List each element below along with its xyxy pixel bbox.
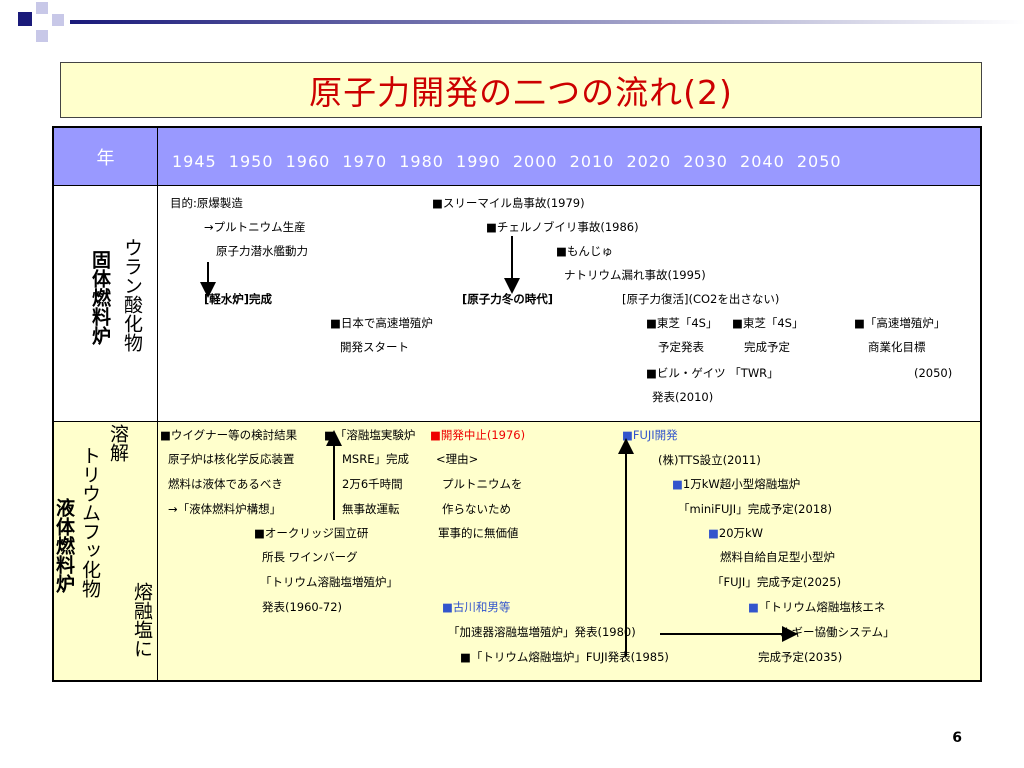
deco-square — [36, 30, 48, 42]
note-suffix: (CO2を出さない) — [688, 292, 780, 306]
note: ■もんじゅ — [556, 244, 613, 258]
note-highlight: ■古川和男等 — [442, 600, 511, 614]
note-text: 「トリウム熔融塩核エネ — [758, 600, 886, 614]
note: 「加速器溶融塩増殖炉」発表(1980) — [448, 625, 636, 639]
note-marker: ■ — [748, 600, 759, 614]
note: →プルトニウム生産 — [204, 220, 306, 234]
note: 予定発表 — [658, 340, 704, 354]
note: ルギー協働システム」 — [780, 625, 895, 639]
note: ■「溶融塩実験炉 — [324, 428, 416, 442]
note: 目的:原爆製造 — [170, 196, 243, 210]
slide-title: 原子力開発の二つの流れ(2) — [60, 62, 982, 118]
note-bold: [原子力復活] — [622, 292, 689, 306]
note: 無事故運転 — [342, 502, 400, 516]
note: 原子炉は核化学反応装置 — [168, 452, 295, 466]
deco-square — [52, 14, 64, 26]
note: 「miniFUJI」完成予定(2018) — [678, 502, 832, 516]
thorium-fluoride-label: トリウムフッ化物 — [79, 446, 101, 598]
note: ■1万kW超小型熔融塩炉 — [672, 477, 800, 491]
note: ■スリーマイル島事故(1979) — [432, 196, 585, 210]
note: 「トリウム溶融塩増殖炉」 — [260, 575, 398, 589]
note: 開発スタート — [340, 340, 409, 354]
note-highlight: ■開発中止(1976) — [430, 428, 526, 442]
note: [軽水炉]完成 — [204, 292, 273, 306]
deco-square — [36, 2, 48, 14]
note: ■20万kW — [708, 526, 763, 540]
year-header-label: 年 — [54, 128, 158, 186]
note: [原子力復活](CO2を出さない) — [622, 292, 779, 306]
deco-square — [18, 12, 32, 26]
liquid-fuel-timeline: ■ウイグナー等の検討結果 原子炉は核化学反応装置 燃料は液体であるべき →「液体… — [158, 422, 980, 680]
note-text: 1万kW超小型熔融塩炉 — [682, 477, 801, 491]
note: ■ビル・ゲイツ 「TWR」 — [646, 366, 779, 380]
page-number: 6 — [952, 730, 962, 746]
note: →「液体燃料炉構想」 — [168, 502, 282, 516]
dissolved-label: 溶解 — [107, 424, 129, 462]
note: ■東芝「4S」 — [646, 316, 718, 330]
note: MSRE」完成 — [342, 452, 409, 466]
note: 「FUJI」完成予定(2025) — [712, 575, 842, 589]
solid-fuel-timeline: 目的:原爆製造 →プルトニウム生産 原子力潜水艦動力 [軽水炉]完成 ■日本で高… — [158, 186, 980, 422]
note: 燃料は液体であるべき — [168, 477, 283, 491]
liquid-fuel-label-cell: 液体燃料炉 トリウムフッ化物 溶解 熔融塩に — [53, 422, 158, 680]
note: ■東芝「4S」 — [732, 316, 804, 330]
corner-decoration — [0, 0, 70, 50]
note-marker: ■ — [672, 477, 683, 491]
note: 2万6千時間 — [342, 477, 403, 491]
note: プルトニウムを — [442, 477, 523, 491]
note: 所長 ワインバーグ — [262, 550, 358, 564]
note: 原子力潜水艦動力 — [216, 244, 308, 258]
liquid-fuel-label: 液体燃料炉 — [53, 498, 75, 593]
note-marker: ■ — [708, 526, 719, 540]
note: (2050) — [914, 366, 953, 380]
note: 軍事的に無価値 — [438, 526, 519, 540]
note: ■「トリウム熔融塩炉」FUJI発表(1985) — [460, 650, 669, 664]
note: 発表(2010) — [652, 390, 714, 404]
note: 燃料自給自足型小型炉 — [720, 550, 835, 564]
note: 完成予定 — [744, 340, 790, 354]
note: ■「高速増殖炉」 — [854, 316, 946, 330]
note: ■日本で高速増殖炉 — [330, 316, 433, 330]
top-gradient-bar — [70, 20, 1024, 24]
note: <理由> — [436, 452, 479, 466]
note: [原子力冬の時代] — [462, 292, 554, 306]
note: ■オークリッジ国立研 — [254, 526, 369, 540]
timeline-table: 年 1945 1950 1960 1970 1980 1990 2000 201… — [52, 126, 982, 682]
solid-fuel-label: 固体燃料炉 — [89, 250, 111, 345]
uranium-oxide-label: ウラン酸化物 — [121, 238, 143, 352]
note: ■チェルノブイリ事故(1986) — [486, 220, 639, 234]
note: ■「トリウム熔融塩核エネ — [748, 600, 885, 614]
note: 作らないため — [442, 502, 511, 516]
note: 商業化目標 — [868, 340, 926, 354]
note: 発表(1960-72) — [262, 600, 343, 614]
note: 完成予定(2035) — [758, 650, 843, 664]
note-highlight: ■FUJI開発 — [622, 428, 678, 442]
note-text: 20万kW — [718, 526, 764, 540]
note: ■ウイグナー等の検討結果 — [160, 428, 298, 442]
solid-fuel-label-cell: 固体燃料炉 ウラン酸化物 — [54, 186, 158, 422]
note: (株)TTS設立(2011) — [658, 453, 761, 467]
year-axis: 1945 1950 1960 1970 1980 1990 2000 2010 … — [158, 128, 980, 186]
molten-salt-label: 熔融塩に — [131, 582, 153, 658]
note: ナトリウム漏れ事故(1995) — [564, 268, 706, 282]
